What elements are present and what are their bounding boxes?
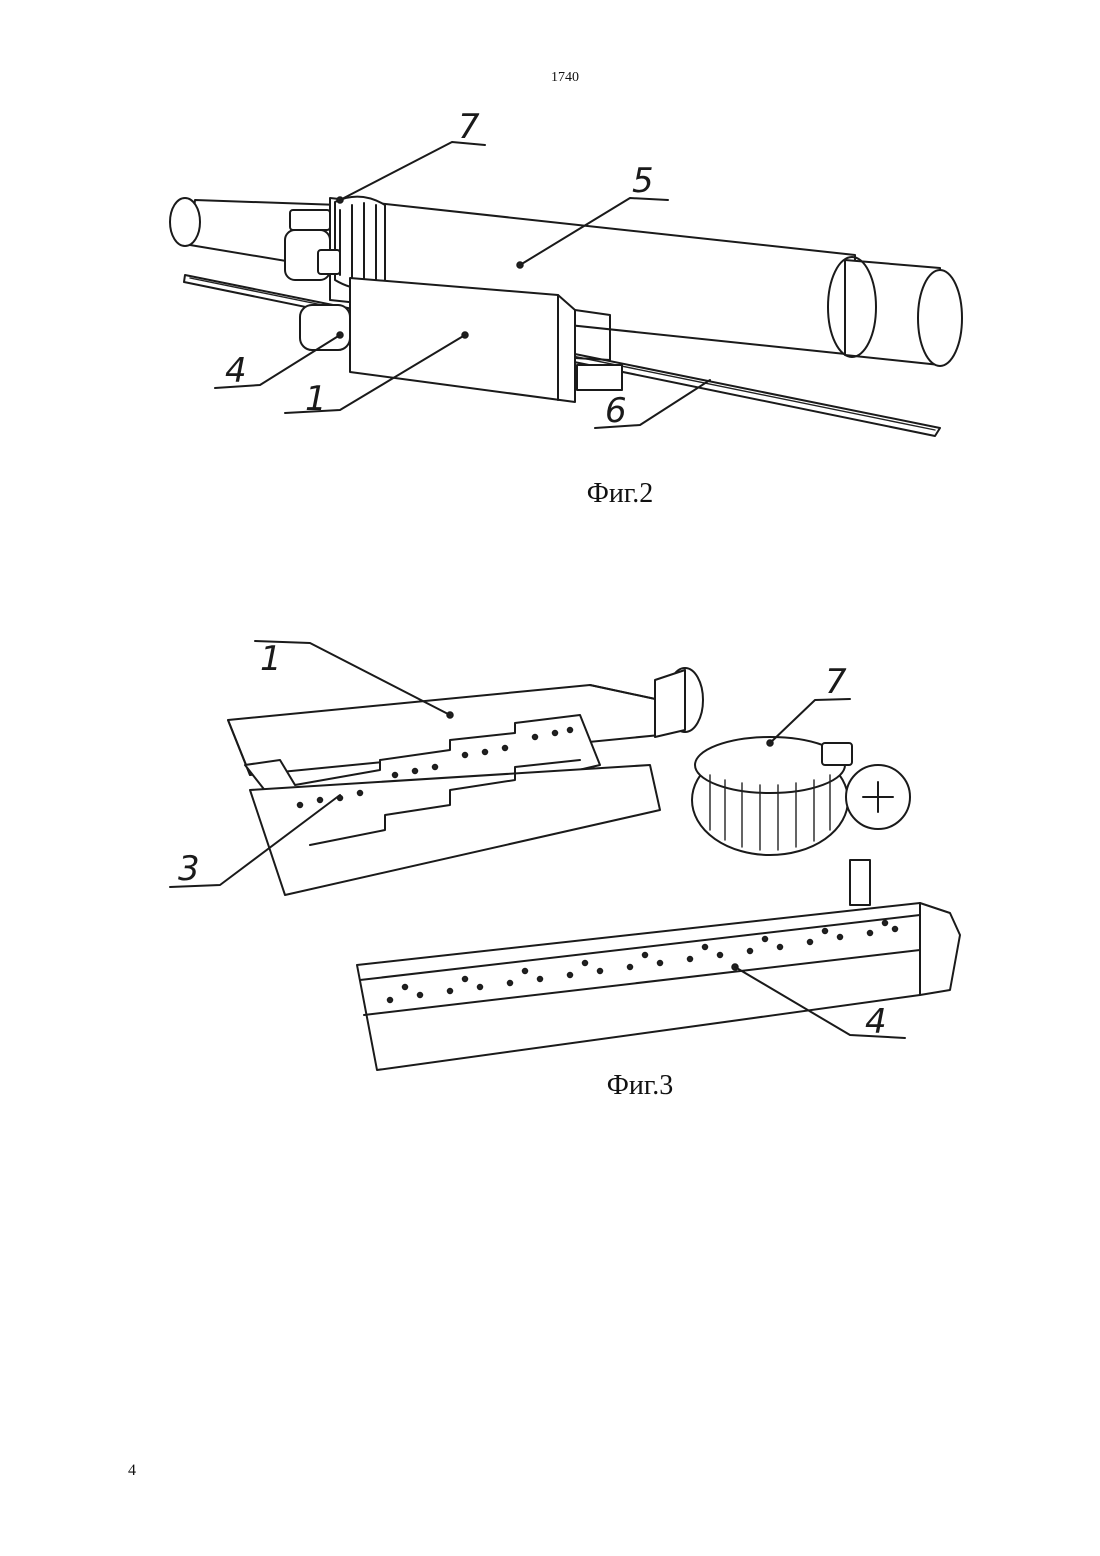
figure-2: 7 5 4 1 6 Фиг.2 (140, 110, 980, 520)
callout-5: 5 (632, 161, 654, 201)
callout-4: 4 (225, 351, 247, 391)
figure-3-caption: Фиг.3 (520, 1070, 760, 1102)
callout-4: 4 (865, 1002, 887, 1042)
clamp-7 (285, 197, 385, 289)
document-number: 1740 (0, 70, 1100, 86)
housing-1 (228, 668, 703, 895)
callout-6: 6 (605, 391, 627, 431)
callout-3: 3 (178, 849, 200, 889)
page-number: 4 (128, 1462, 136, 1480)
figure-3-drawing: 1 7 3 4 (150, 615, 980, 1110)
callout-7: 7 (458, 107, 480, 147)
clamp-7 (692, 737, 910, 855)
figure-3: 1 7 3 4 Фиг.3 (150, 615, 980, 1110)
figure-2-caption: Фиг.2 (500, 478, 740, 510)
figure-2-drawing: 7 5 4 1 6 (140, 110, 980, 520)
callout-7: 7 (825, 662, 847, 702)
callout-1: 1 (305, 379, 327, 419)
callout-1: 1 (260, 639, 282, 679)
